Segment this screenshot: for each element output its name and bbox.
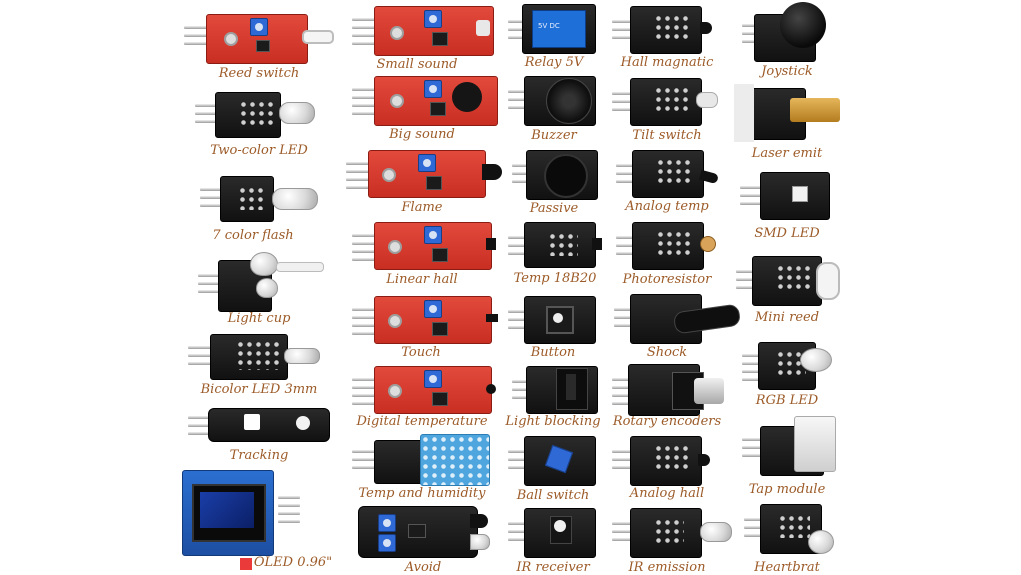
label-bicolor-led-3mm: Bicolor LED 3mm <box>200 382 318 397</box>
module-heartbrat <box>744 502 840 556</box>
label-passive: Passive <box>529 201 579 216</box>
module-ir-emission <box>612 506 734 558</box>
module-seven-color-flash <box>200 172 324 224</box>
label-big-sound: Big sound <box>389 127 455 142</box>
module-tap-module <box>742 416 842 478</box>
module-reed-switch <box>184 10 334 66</box>
label-linear-hall: Linear hall <box>386 272 458 287</box>
module-analog-temp <box>616 148 722 198</box>
label-avoid: Avoid <box>404 560 442 575</box>
label-shock: Shock <box>646 345 688 360</box>
label-laser-emit: Laser emit <box>751 146 823 161</box>
module-hall-magnatic <box>612 4 722 54</box>
label-tilt-switch: Tilt switch <box>632 128 702 143</box>
module-shock <box>614 292 744 344</box>
module-bicolor-led-3mm <box>188 332 328 380</box>
module-joystick <box>742 2 842 64</box>
label-analog-temp: Analog temp <box>625 199 709 214</box>
module-big-sound <box>352 74 502 126</box>
label-rgb-led: RGB LED <box>755 393 819 408</box>
module-avoid <box>358 506 504 558</box>
label-seven-color-flash: 7 color flash <box>212 228 294 243</box>
module-laser-emit <box>734 84 844 142</box>
label-relay-5v: Relay 5V <box>524 55 584 70</box>
module-light-cup <box>198 252 328 312</box>
module-temp-and-humidity <box>352 434 502 486</box>
label-tracking: Tracking <box>229 448 289 463</box>
module-linear-hall <box>352 220 502 270</box>
module-rotary-encoders <box>612 362 732 416</box>
label-button: Button <box>530 345 576 360</box>
label-heartbrat: Heartbrat <box>754 560 820 575</box>
label-touch: Touch <box>401 345 441 360</box>
label-tap-module: Tap module <box>748 482 826 497</box>
module-oled-096 <box>182 470 312 556</box>
module-flame <box>346 148 506 198</box>
label-ir-receiver: IR receiver <box>516 560 590 575</box>
relay-silkscreen: 5V DC <box>538 22 560 30</box>
label-reed-switch: Reed switch <box>218 66 300 81</box>
label-light-cup: Light cup <box>227 311 291 326</box>
label-joystick: Joystick <box>761 64 813 79</box>
module-mini-reed <box>736 252 840 306</box>
module-ball-switch <box>508 434 600 486</box>
label-digital-temperature: Digital temperature <box>356 414 488 429</box>
label-hall-magnatic: Hall magnatic <box>620 55 714 70</box>
label-temp-and-humidity: Temp and humidity <box>358 486 486 501</box>
label-two-color-led: Two-color LED <box>210 143 308 158</box>
label-ir-emission: IR emission <box>628 560 706 575</box>
module-temp-18b20 <box>508 220 602 268</box>
label-mini-reed: Mini reed <box>754 310 820 325</box>
module-photoresistor <box>616 220 722 270</box>
label-flame: Flame <box>401 200 443 215</box>
module-small-sound <box>352 4 502 56</box>
label-photoresistor: Photoresistor <box>622 272 712 287</box>
module-buzzer <box>508 74 600 126</box>
label-oled-096: OLED 0.96" <box>253 555 333 570</box>
module-tracking <box>188 406 338 442</box>
module-relay-5v: 5V DC <box>508 4 600 54</box>
label-ball-switch: Ball switch <box>516 488 590 503</box>
label-rotary-encoders: Rotary encoders <box>612 414 722 429</box>
module-tilt-switch <box>612 76 722 126</box>
module-two-color-led <box>195 90 325 138</box>
module-light-blocking <box>512 364 602 414</box>
module-rgb-led <box>742 340 842 390</box>
label-analog-hall: Analog hall <box>629 486 705 501</box>
label-temp-18b20: Temp 18B20 <box>513 271 597 286</box>
label-buzzer: Buzzer <box>531 128 577 143</box>
red-marker <box>240 558 252 570</box>
module-digital-temperature <box>352 364 502 414</box>
module-smd-led <box>740 170 832 220</box>
label-small-sound: Small sound <box>376 57 458 72</box>
label-smd-led: SMD LED <box>754 226 820 241</box>
module-passive <box>512 148 600 200</box>
module-touch <box>352 294 502 344</box>
module-analog-hall <box>612 434 722 486</box>
label-light-blocking: Light blocking <box>505 414 601 429</box>
module-ir-receiver <box>508 506 600 558</box>
module-button <box>508 294 600 344</box>
